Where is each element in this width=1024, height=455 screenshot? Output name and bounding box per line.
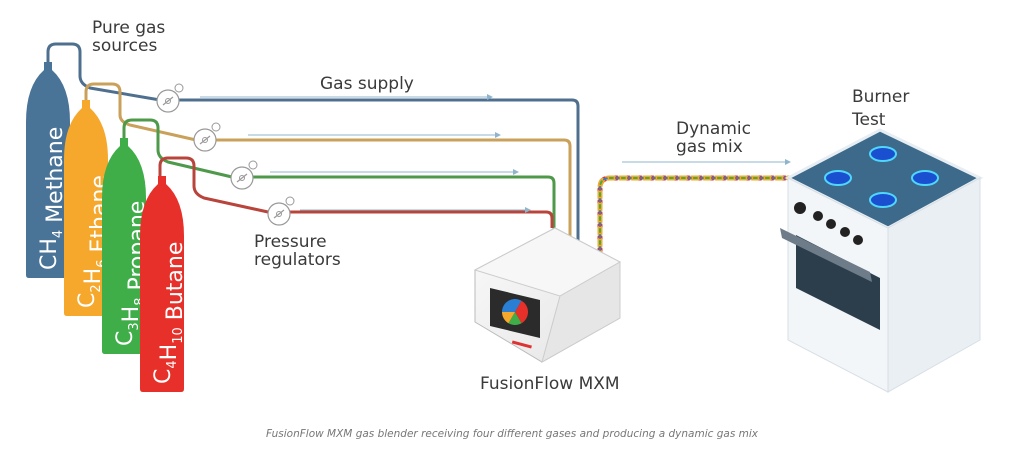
regulator-icon xyxy=(156,83,184,113)
cylinder-butane: C4H10 Butane xyxy=(140,176,188,392)
pressure-regulators xyxy=(156,83,295,226)
regulator-icon xyxy=(193,122,221,152)
cylinder-label: CH4 Methane xyxy=(37,127,68,270)
label-burner-test: Burner xyxy=(852,87,909,107)
label-pressure-regulators-2: regulators xyxy=(254,250,341,270)
figure-caption: FusionFlow MXM gas blender receiving fou… xyxy=(266,428,758,440)
label-gas-supply: Gas supply xyxy=(320,74,414,94)
pipe-ethane xyxy=(84,82,572,244)
svg-text:sources: sources xyxy=(92,36,157,56)
screen-pie-chart xyxy=(502,299,528,325)
gas-cylinders: CH4 MethaneC2H6 EthaneC3H8 PropaneC4H10 … xyxy=(26,62,188,392)
pie-slice xyxy=(502,312,515,324)
diagram-labels: Pure gas sources Gas supply Pressure reg… xyxy=(92,18,909,394)
label-dynamic-gas-mix-2: gas mix xyxy=(676,137,743,157)
pie-slice xyxy=(502,299,522,312)
label-pressure-regulators: Pressure xyxy=(254,232,327,252)
label-burner-test-2: Test xyxy=(851,110,886,130)
cylinder-label: C4H10 Butane xyxy=(151,242,188,384)
burner-flames xyxy=(824,146,939,208)
flow-arrows xyxy=(200,94,791,213)
pipe-methane xyxy=(46,42,580,242)
label-pure-gas-sources-2: sources xyxy=(92,36,157,56)
label-dynamic-gas-mix: Dynamic xyxy=(676,119,751,139)
gas-pipes xyxy=(46,42,580,246)
pie-slice xyxy=(515,300,528,324)
pipe-propane xyxy=(122,118,556,246)
regulator-icon xyxy=(230,160,258,190)
label-device-name: FusionFlow MXM xyxy=(480,374,620,394)
pie-slice xyxy=(508,312,522,325)
pipe-butane xyxy=(158,156,554,228)
fusionflow-device xyxy=(473,227,622,364)
svg-text:Pure gas: Pure gas xyxy=(92,18,165,38)
regulator-icon xyxy=(267,196,295,226)
mixed-gas-pipe xyxy=(597,175,798,258)
burner-test-stove xyxy=(780,128,984,393)
cylinder-methane: CH4 Methane xyxy=(26,62,70,278)
label-pure-gas-sources: Pure gas xyxy=(92,18,165,38)
